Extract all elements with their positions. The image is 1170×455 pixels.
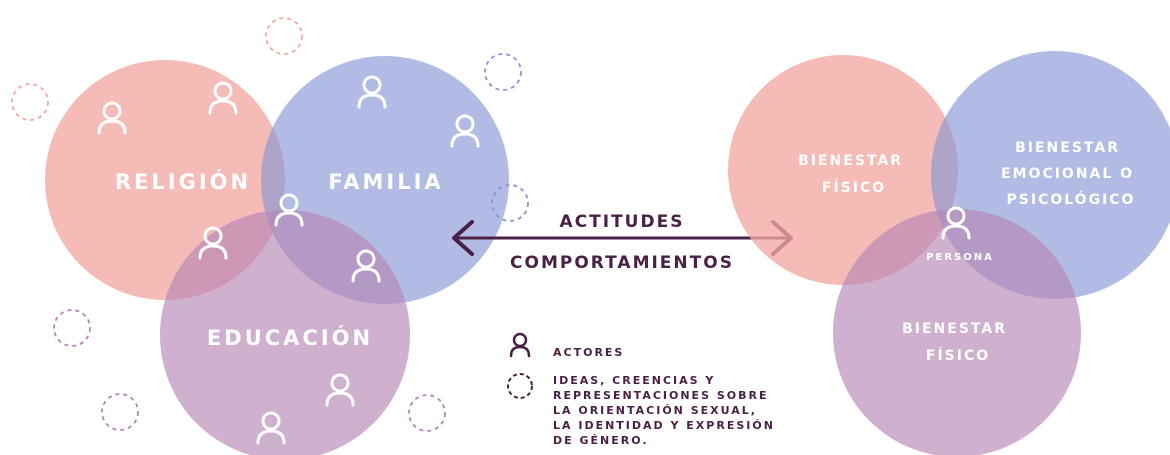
dashed-circle-icon: [507, 373, 533, 399]
right-venn: BIENESTAR FÍSICO BIENESTAR EMOCIONAL O P…: [728, 51, 1170, 455]
dashed-circle-icon: [491, 184, 529, 222]
dashed-circle-icon: [408, 394, 446, 432]
arrow-bottom-label: COMPORTAMIENTOS: [510, 253, 734, 273]
left-venn: RELIGIÓN FAMILIA EDUCACIÓN: [11, 17, 529, 455]
legend: ACTORES IDEAS, CREENCIAS Y REPRESENTACIO…: [507, 332, 781, 447]
dashed-circle-icon: [265, 17, 303, 55]
religion-label: RELIGIÓN: [115, 169, 251, 194]
bienestar-emocional-label: BIENESTAR EMOCIONAL O PSICOLÓGICO: [1001, 140, 1141, 208]
persona-label: PERSONA: [926, 252, 994, 263]
person-icon: [509, 332, 531, 358]
arrow-top-label: ACTITUDES: [560, 212, 685, 232]
familia-label: FAMILIA: [328, 170, 443, 194]
dashed-circle-icon: [101, 393, 139, 431]
bienestar-fisico-label: BIENESTAR FÍSICO: [798, 153, 910, 196]
legend-ideas-text: IDEAS, CREENCIAS Y REPRESENTACIONES SOBR…: [553, 374, 781, 447]
educacion-label: EDUCACIÓN: [207, 325, 373, 350]
dashed-circle-icon: [53, 309, 91, 347]
bienestar-fisico-bottom-label: BIENESTAR FÍSICO: [902, 321, 1014, 364]
bienestar-fisico-bottom-circle: [833, 209, 1081, 455]
legend-actores-label: ACTORES: [553, 346, 624, 359]
dashed-circle-icon: [11, 83, 49, 121]
dashed-circle-icon: [484, 53, 522, 91]
